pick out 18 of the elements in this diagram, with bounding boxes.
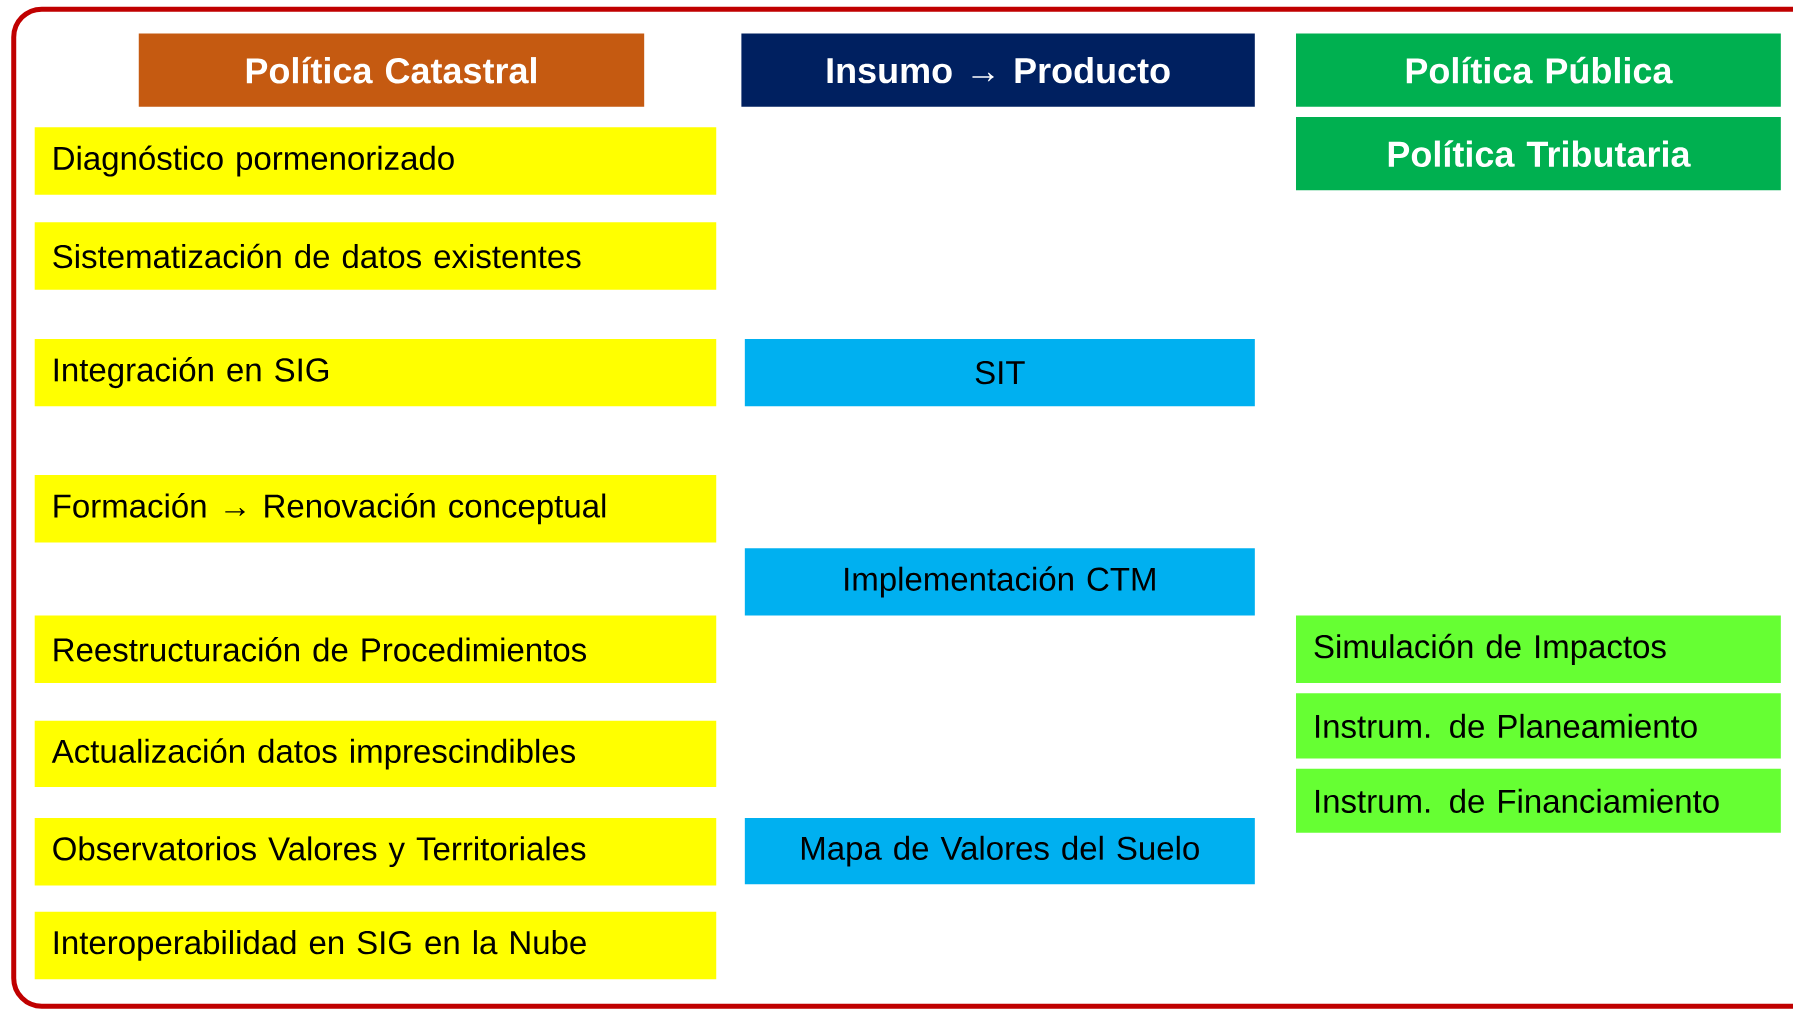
step-box: Diagnóstico pormenorizado: [34, 127, 717, 195]
product-box: Implementación CTM: [744, 548, 1255, 616]
title-bar: Política Catastral: [138, 33, 645, 107]
product-box: Mapa de Valores del Suelo: [744, 818, 1255, 885]
title-bar: Política Tributaria: [1296, 117, 1781, 191]
title-bar: Insumo → Producto: [741, 33, 1255, 107]
step-box: Interoperabilidad en SIG en la Nube: [34, 911, 717, 980]
product-box: SIT: [744, 338, 1255, 407]
title-bar: Política Pública: [1296, 33, 1781, 107]
step-box: Reestructuración de Procedimientos: [34, 615, 717, 684]
step-box: Observatorios Valores y Territoriales: [34, 818, 717, 886]
policy-box: Instrum. de Planeamiento: [1296, 693, 1781, 759]
step-box: Integración en SIG: [34, 338, 717, 407]
policy-box: Simulación de Impactos: [1296, 615, 1781, 684]
policy-box: Instrum. de Financiamiento: [1296, 768, 1781, 833]
step-box: Actualización datos imprescindibles: [34, 720, 717, 788]
step-box: Formación → Renovación conceptual: [34, 474, 717, 543]
step-box: Sistematización de datos existentes: [34, 222, 717, 290]
